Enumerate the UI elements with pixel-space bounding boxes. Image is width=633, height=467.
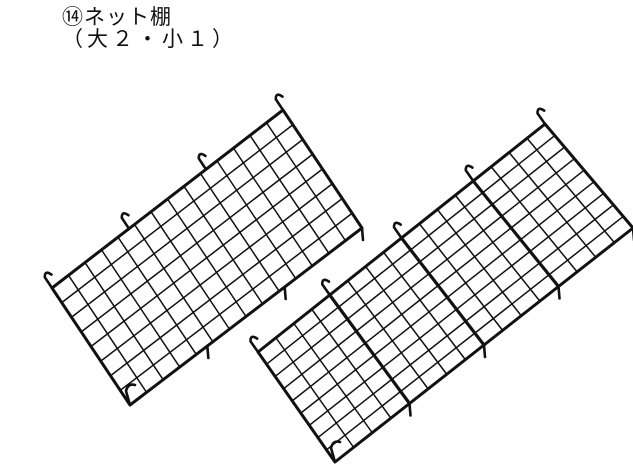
small-net-shelf — [43, 93, 365, 407]
item-title: ⑭ネット棚 — [62, 5, 172, 29]
large-net-shelf — [249, 107, 633, 464]
item-caption: ⑭ネット棚 （大２・小１） — [62, 6, 237, 50]
item-quantity: （大２・小１） — [62, 27, 237, 52]
